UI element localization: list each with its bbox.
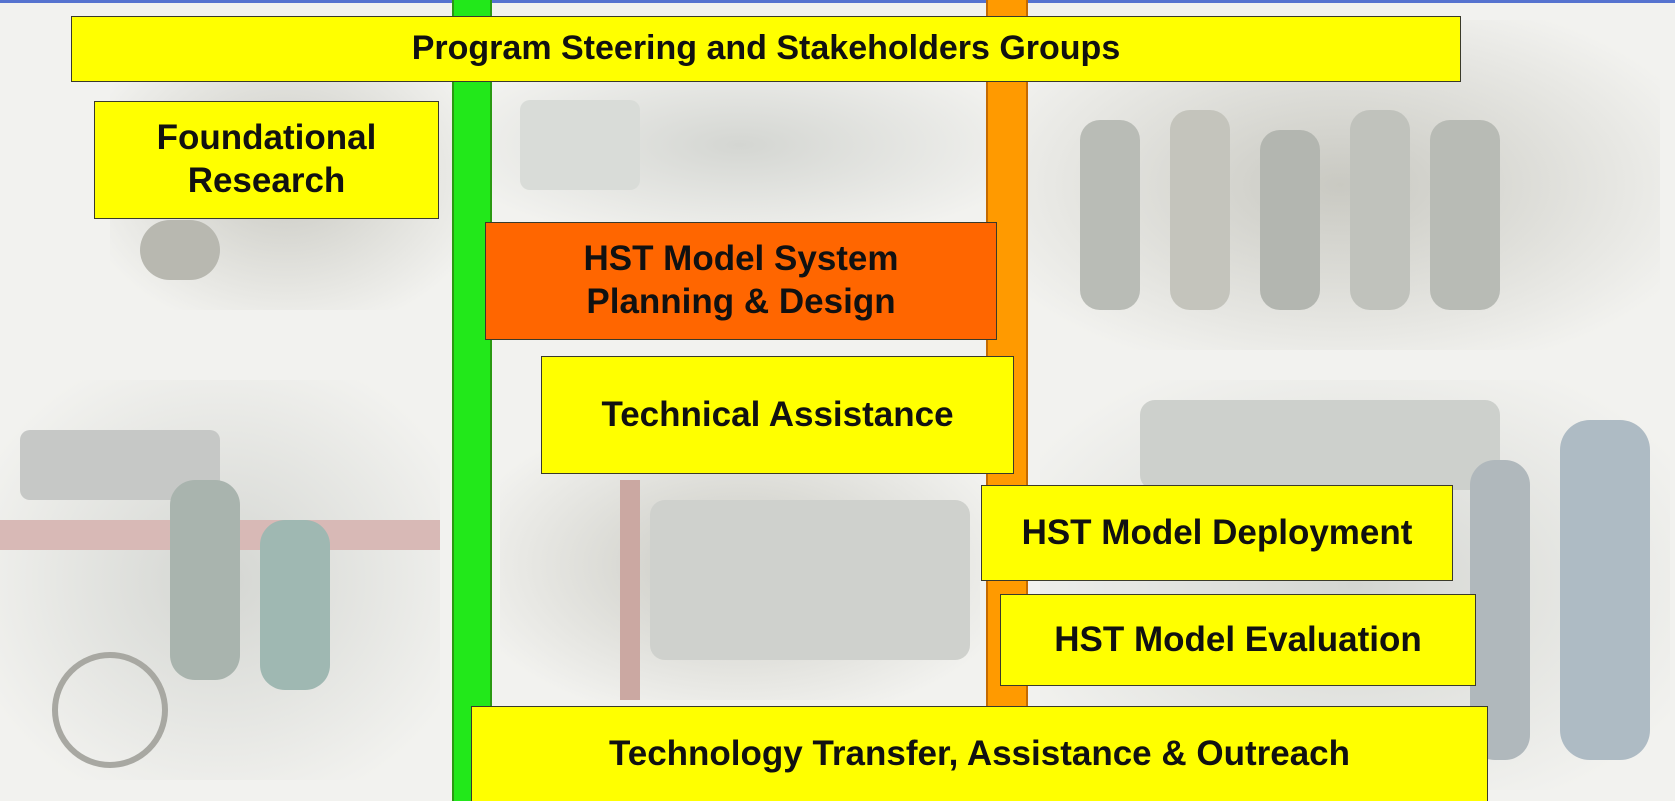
green-timeline-bar <box>452 0 492 801</box>
foundational-research-box: Foundational Research <box>94 101 439 219</box>
model-evaluation-box: HST Model Evaluation <box>1000 594 1476 686</box>
planning-design-box: HST Model System Planning & Design <box>485 222 997 340</box>
top-border-line <box>0 0 1675 3</box>
technology-transfer-box: Technology Transfer, Assistance & Outrea… <box>471 706 1488 801</box>
steering-stakeholders-box: Program Steering and Stakeholders Groups <box>71 16 1461 82</box>
model-deployment-box: HST Model Deployment <box>981 485 1453 581</box>
technical-assistance-box: Technical Assistance <box>541 356 1014 474</box>
